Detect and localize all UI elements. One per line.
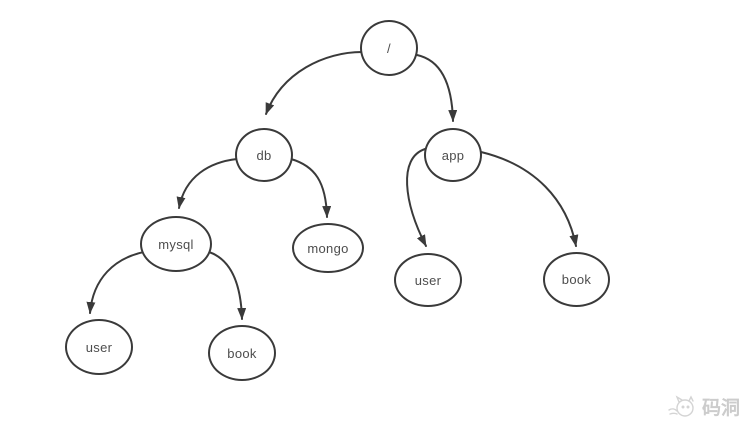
node-db-label: db [256, 147, 272, 163]
watermark-mascot-icon [667, 394, 697, 420]
node-root: / [360, 20, 418, 76]
edge-app-user [406, 148, 427, 247]
node-app: app [424, 128, 482, 182]
node-mysql-label: mysql [158, 236, 194, 252]
edge-db-mysql [176, 158, 238, 209]
node-mysql-user: user [65, 319, 133, 375]
edge-mysql-book [208, 251, 247, 320]
node-mongo-label: mongo [307, 240, 349, 256]
node-db: db [235, 128, 293, 182]
edge-root-app [416, 54, 458, 122]
node-mysql: mysql [140, 216, 212, 272]
watermark: 码洞 [667, 393, 740, 420]
node-mysql-book: book [208, 325, 276, 381]
node-mysql-book-label: book [227, 345, 257, 361]
node-mongo: mongo [292, 223, 364, 273]
edge-mysql-user [86, 251, 145, 314]
edge-db-mongo [290, 158, 332, 218]
edge-root-db [265, 51, 363, 115]
watermark-text: 码洞 [701, 398, 740, 419]
node-app-user: user [394, 253, 462, 307]
node-app-book-label: book [561, 272, 592, 287]
node-app-book: book [543, 252, 610, 307]
edge-app-book [480, 151, 579, 247]
node-root-label: / [387, 40, 391, 56]
node-mysql-user-label: user [85, 339, 113, 355]
node-app-label: app [441, 147, 465, 163]
node-app-user-label: user [414, 272, 442, 288]
